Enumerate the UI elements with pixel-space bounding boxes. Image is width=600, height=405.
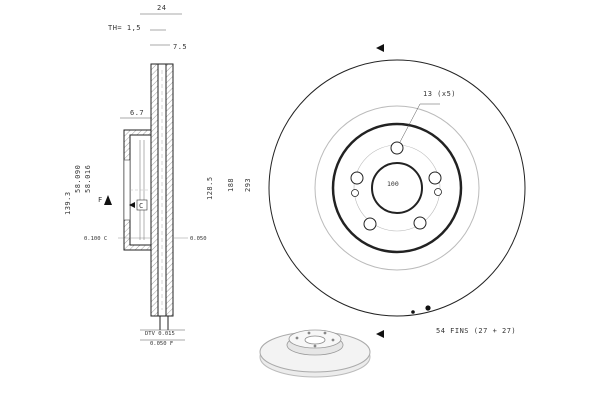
outer-rim [268, 59, 526, 317]
pcd-circle [353, 144, 441, 232]
bolt-hole-5 [350, 171, 364, 185]
runout-f: 0.050 F [150, 341, 173, 347]
hat-thickness-label: 7.5 [173, 43, 187, 51]
disc-plate-left [150, 63, 159, 317]
bolt-hole-2 [428, 171, 442, 185]
datum-c-label: C [139, 202, 144, 210]
center-bore [371, 162, 423, 214]
arrow-bottom [376, 330, 384, 338]
side-section-view [104, 13, 188, 341]
hat-diameter-label: 188 [227, 178, 235, 192]
arrow-top [376, 44, 384, 52]
center-bore-dim-3: 58.016 [84, 165, 92, 193]
offset-label: 6.7 [130, 109, 144, 117]
tolerance-left: 0.100 C [84, 236, 107, 242]
center-bore-dims: 139.3 58.090 58.016 [64, 165, 92, 215]
tolerance-right: 0.050 [190, 236, 207, 242]
disc-plate-right [165, 63, 174, 317]
datum-c-box [136, 199, 148, 211]
bolt-hole-4 [363, 217, 377, 231]
friction-inner-edge [314, 105, 480, 271]
disc-3d-thumbnail [259, 329, 371, 378]
locating-hole-2 [434, 188, 442, 196]
th-label: TH= 1,5 [108, 24, 141, 32]
datum-f-label: F [98, 196, 103, 204]
center-bore-dim-1: 139.3 [64, 191, 72, 215]
inner-diameter-label: 128.5 [206, 176, 214, 200]
bolt-hole-3 [413, 216, 427, 230]
bolt-holes-label: 13 (x5) [423, 90, 456, 98]
fins-label: 54 FINS (27 + 27) [436, 327, 516, 335]
hat-outer-edge [331, 122, 463, 254]
pcd-label: 100 [387, 180, 399, 188]
center-bore-dim-2: 58.090 [74, 165, 82, 193]
bolt-hole-1 [390, 141, 404, 155]
top-width-label: 24 [157, 4, 166, 12]
front-view [268, 44, 526, 338]
runout-dtv: DTV 0.015 [145, 331, 175, 337]
locating-hole-1 [351, 189, 359, 197]
outer-diameter-label: 293 [244, 178, 252, 192]
